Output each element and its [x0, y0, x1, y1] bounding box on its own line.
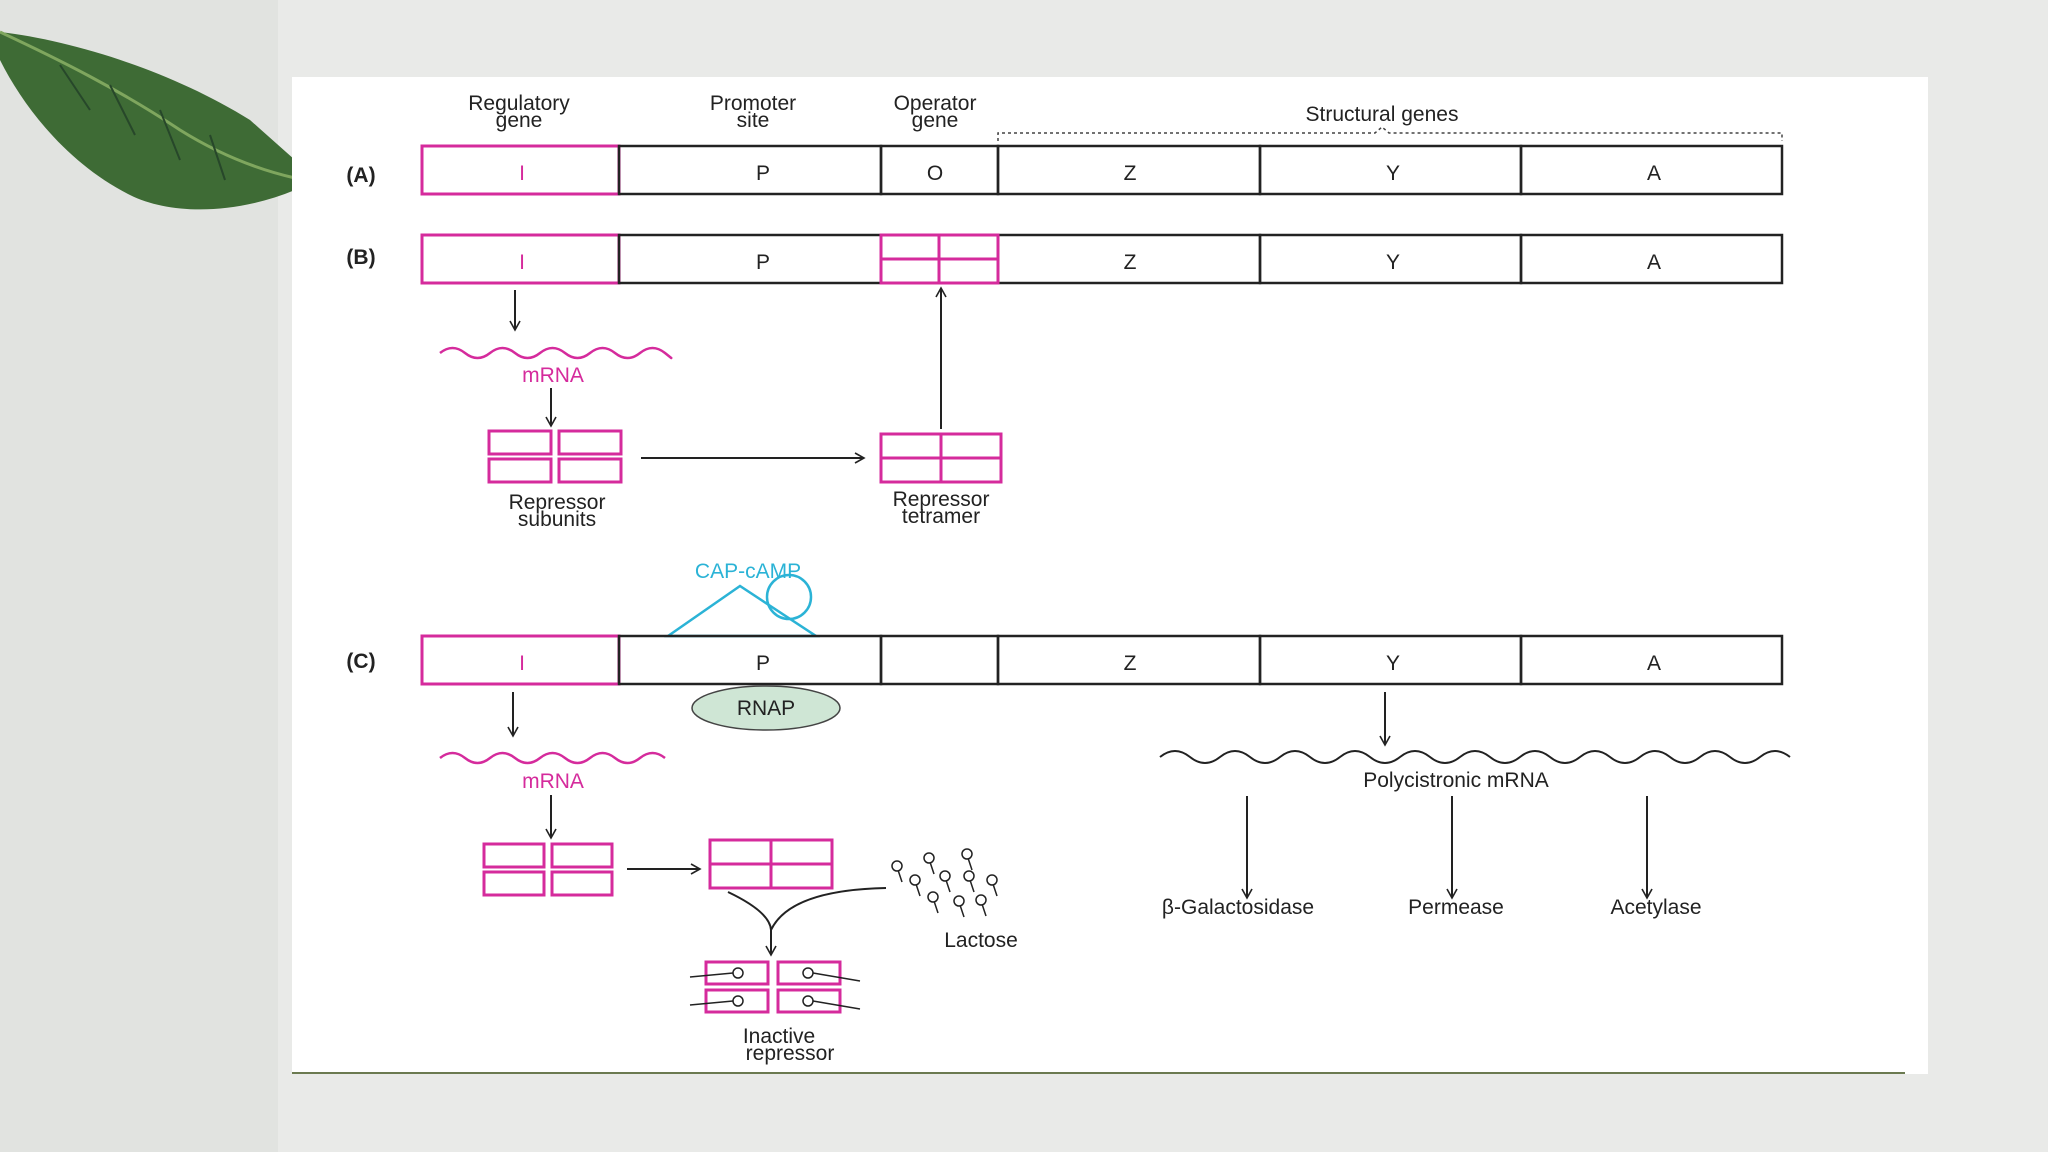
header-regulatory-line2: gene: [496, 109, 543, 132]
converge-line-lactose: [770, 887, 887, 931]
tetramer-label-line2: tetramer: [902, 505, 980, 528]
subunits-label-line2: subunits: [518, 508, 596, 531]
gene-box-a-c: [1519, 634, 1784, 686]
rnap-label: RNAP: [737, 697, 795, 720]
subunits-label-line1: Repressor: [509, 491, 606, 514]
mrna-wave-b: [439, 346, 673, 360]
header-promoter-line1: Promoter: [710, 92, 796, 115]
repressor-tetramer-c: [708, 838, 834, 890]
operator-bound-repressor: [879, 233, 1000, 285]
gene-label-p-a: P: [756, 162, 770, 185]
operon-row-b: I P Z Y A: [420, 233, 1784, 285]
polycistronic-mrna-label: Polycistronic mRNA: [1363, 769, 1549, 792]
gene-label-z-c: Z: [1124, 652, 1137, 675]
rnap-ellipse: [691, 685, 841, 731]
gene-box-a-b: [1519, 233, 1784, 285]
enzyme-galactosidase: β-Galactosidase: [1162, 896, 1314, 919]
repressor-subunits-c: [482, 842, 614, 897]
enzyme-permease: Permease: [1408, 896, 1504, 919]
header-regulatory-line1: Regulatory: [468, 92, 570, 115]
gene-label-y-b: Y: [1386, 251, 1400, 274]
diagram-panel: [292, 77, 1928, 1074]
gene-label-y-a: Y: [1386, 162, 1400, 185]
header-promoter-line2: site: [737, 109, 770, 132]
gene-label-i-c: I: [519, 652, 525, 675]
mrna-label-c: mRNA: [522, 770, 584, 793]
gene-box-p-c: [617, 634, 883, 686]
mrna-label-b: mRNA: [522, 364, 584, 387]
gene-label-p-c: P: [756, 652, 770, 675]
converge-line-repressor: [727, 891, 772, 931]
lactose-label: Lactose: [944, 929, 1018, 952]
cap-camp-label: CAP-cAMP: [695, 560, 801, 583]
row-label-a: (A): [346, 164, 375, 187]
structural-genes-bracket: [997, 126, 1783, 141]
gene-label-y-c: Y: [1386, 652, 1400, 675]
row-label-b: (B): [346, 246, 375, 269]
header-operator-line2: gene: [912, 109, 959, 132]
gene-box-a-a: [1519, 144, 1784, 196]
gene-label-z-a: Z: [1124, 162, 1137, 185]
repressor-subunits: [487, 429, 623, 484]
gene-label-i-a: I: [519, 162, 525, 185]
repressor-tetramer: [879, 432, 1003, 484]
inactive-label-line2: repressor: [746, 1042, 835, 1065]
header-structural-genes: Structural genes: [1306, 103, 1459, 126]
row-label-c: (C): [346, 650, 375, 673]
gene-label-p-b: P: [756, 251, 770, 274]
inactive-label-line1: Inactive: [743, 1025, 815, 1048]
cap-camp-complex: [664, 573, 821, 638]
gene-label-o-a: O: [927, 162, 943, 185]
gene-box-o-c: [879, 634, 1000, 686]
gene-box-p-b: [617, 233, 883, 285]
mrna-wave-c: [439, 751, 666, 765]
operon-row-a: I P O Z Y A: [420, 144, 1784, 196]
operon-row-c: I P Z Y A: [420, 634, 1784, 686]
lactose-molecules: [891, 848, 998, 918]
tetramer-label-line1: Repressor: [893, 488, 990, 511]
polycistronic-mrna-wave: [1159, 750, 1791, 764]
gene-label-z-b: Z: [1124, 251, 1137, 274]
gene-label-a-c: A: [1647, 652, 1661, 675]
gene-label-i-b: I: [519, 251, 525, 274]
header-operator-line1: Operator: [894, 92, 977, 115]
inactive-repressor: [689, 960, 861, 1014]
gene-box-p-a: [617, 144, 883, 196]
enzyme-acetylase: Acetylase: [1610, 896, 1701, 919]
leaf-decoration: [0, 30, 296, 210]
gene-label-a-a: A: [1647, 162, 1661, 185]
gene-label-a-b: A: [1647, 251, 1661, 274]
